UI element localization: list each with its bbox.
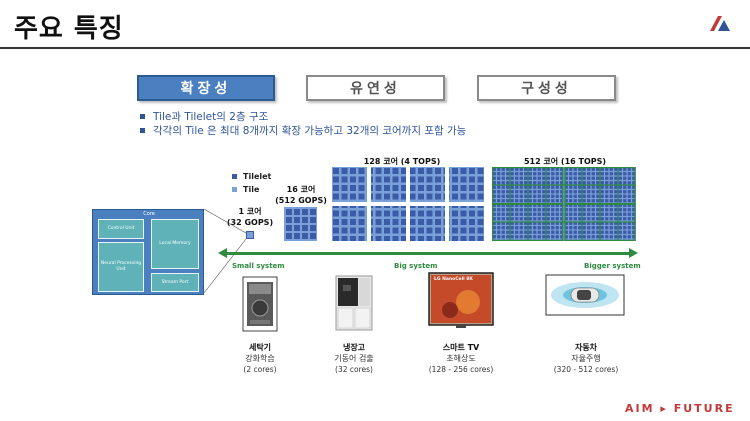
bullet-text: 각각의 Tile 은 최대 8개까지 확장 가능하고 32개의 코어까지 포함 …	[153, 125, 467, 137]
scale-label-line: (512 GOPS)	[275, 196, 327, 205]
device-name: 세탁기	[248, 343, 272, 352]
legend-label: Tilelet	[243, 172, 272, 181]
smart-tv-icon: LG NanoCell 8K	[428, 272, 494, 330]
bullet-marker	[140, 128, 145, 133]
core-title: Core	[143, 211, 155, 217]
bullet-item: 각각의 Tile 은 최대 8개까지 확장 가능하고 32개의 코어까지 포함 …	[140, 123, 466, 138]
legend-tile: Tile	[232, 185, 259, 194]
device-name: 자동차	[574, 343, 598, 352]
axis-label-big: Big system	[394, 262, 438, 270]
device-cores: (2 cores)	[243, 365, 277, 374]
core-callout-lines	[203, 208, 247, 294]
control-unit-block: Control Unit	[98, 219, 144, 239]
brand-logo: AIM ▸ FUTURE	[625, 402, 735, 415]
title-divider	[0, 47, 750, 49]
scale-label-512cores: 512 코어 (16 TOPS)	[523, 157, 607, 166]
device-name: 스마트 TV	[442, 343, 480, 352]
device-name: 냉장고	[342, 343, 366, 352]
single-core-tile	[246, 231, 254, 239]
axis-arrow-right	[629, 248, 638, 258]
device-use: 자율주행	[571, 354, 601, 363]
scale-label-line: 1 코어	[238, 207, 262, 216]
legend-swatch-tile	[232, 187, 237, 192]
core-diagram: Core Control Unit Neural Processing Unit…	[92, 209, 204, 295]
device-use: 초해상도	[446, 354, 476, 363]
page-title: 주요 특징	[14, 14, 124, 44]
device-use: 강화학습	[245, 354, 275, 363]
washing-machine-icon	[242, 276, 278, 332]
npu-block: Neural Processing Unit	[98, 242, 144, 292]
legend-swatch-tilelet	[232, 174, 237, 179]
array-128cores	[332, 167, 484, 241]
bullet-item: Tile과 Tilelet의 2층 구조	[140, 109, 268, 124]
device-cores: (320 - 512 cores)	[553, 365, 619, 374]
tab-flexibility[interactable]: 유연성	[306, 75, 445, 101]
logo-icon	[710, 16, 730, 31]
tab-composability[interactable]: 구성성	[477, 75, 616, 101]
tv-screen-icon	[428, 272, 494, 328]
axis-label-small: Small system	[232, 262, 285, 270]
scale-label-line: 16 코어	[286, 185, 316, 194]
axis-arrow-left	[218, 248, 227, 258]
system-scale-axis	[226, 252, 630, 255]
device-cores: (32 cores)	[335, 365, 373, 374]
scale-label-16cores: 16 코어 (512 GOPS)	[275, 184, 327, 206]
tv-brand-text: LG NanoCell 8K	[434, 277, 473, 282]
device-use: 기동어 검출	[334, 354, 374, 363]
device-cores: (128 - 256 cores)	[428, 365, 494, 374]
scale-label-line: (32 GOPS)	[226, 218, 274, 227]
array-512cores	[492, 167, 636, 241]
refrigerator-icon	[335, 275, 373, 331]
bullet-marker	[140, 114, 145, 119]
legend-label: Tile	[243, 185, 260, 194]
tile-16cores	[284, 207, 317, 241]
local-memory-block: Local Memory	[151, 219, 199, 269]
legend-tilelet: Tilelet	[232, 172, 271, 181]
scale-label-128cores: 128 코어 (4 TOPS)	[363, 157, 441, 166]
scale-label-1core: 1 코어 (32 GOPS)	[225, 206, 275, 228]
stream-port-block: Stream Port	[151, 273, 199, 292]
car-icon	[545, 274, 625, 316]
bullet-text: Tile과 Tilelet의 2층 구조	[153, 111, 269, 123]
axis-label-bigger: Bigger system	[584, 262, 641, 270]
tab-scalability[interactable]: 확장성	[137, 75, 275, 101]
